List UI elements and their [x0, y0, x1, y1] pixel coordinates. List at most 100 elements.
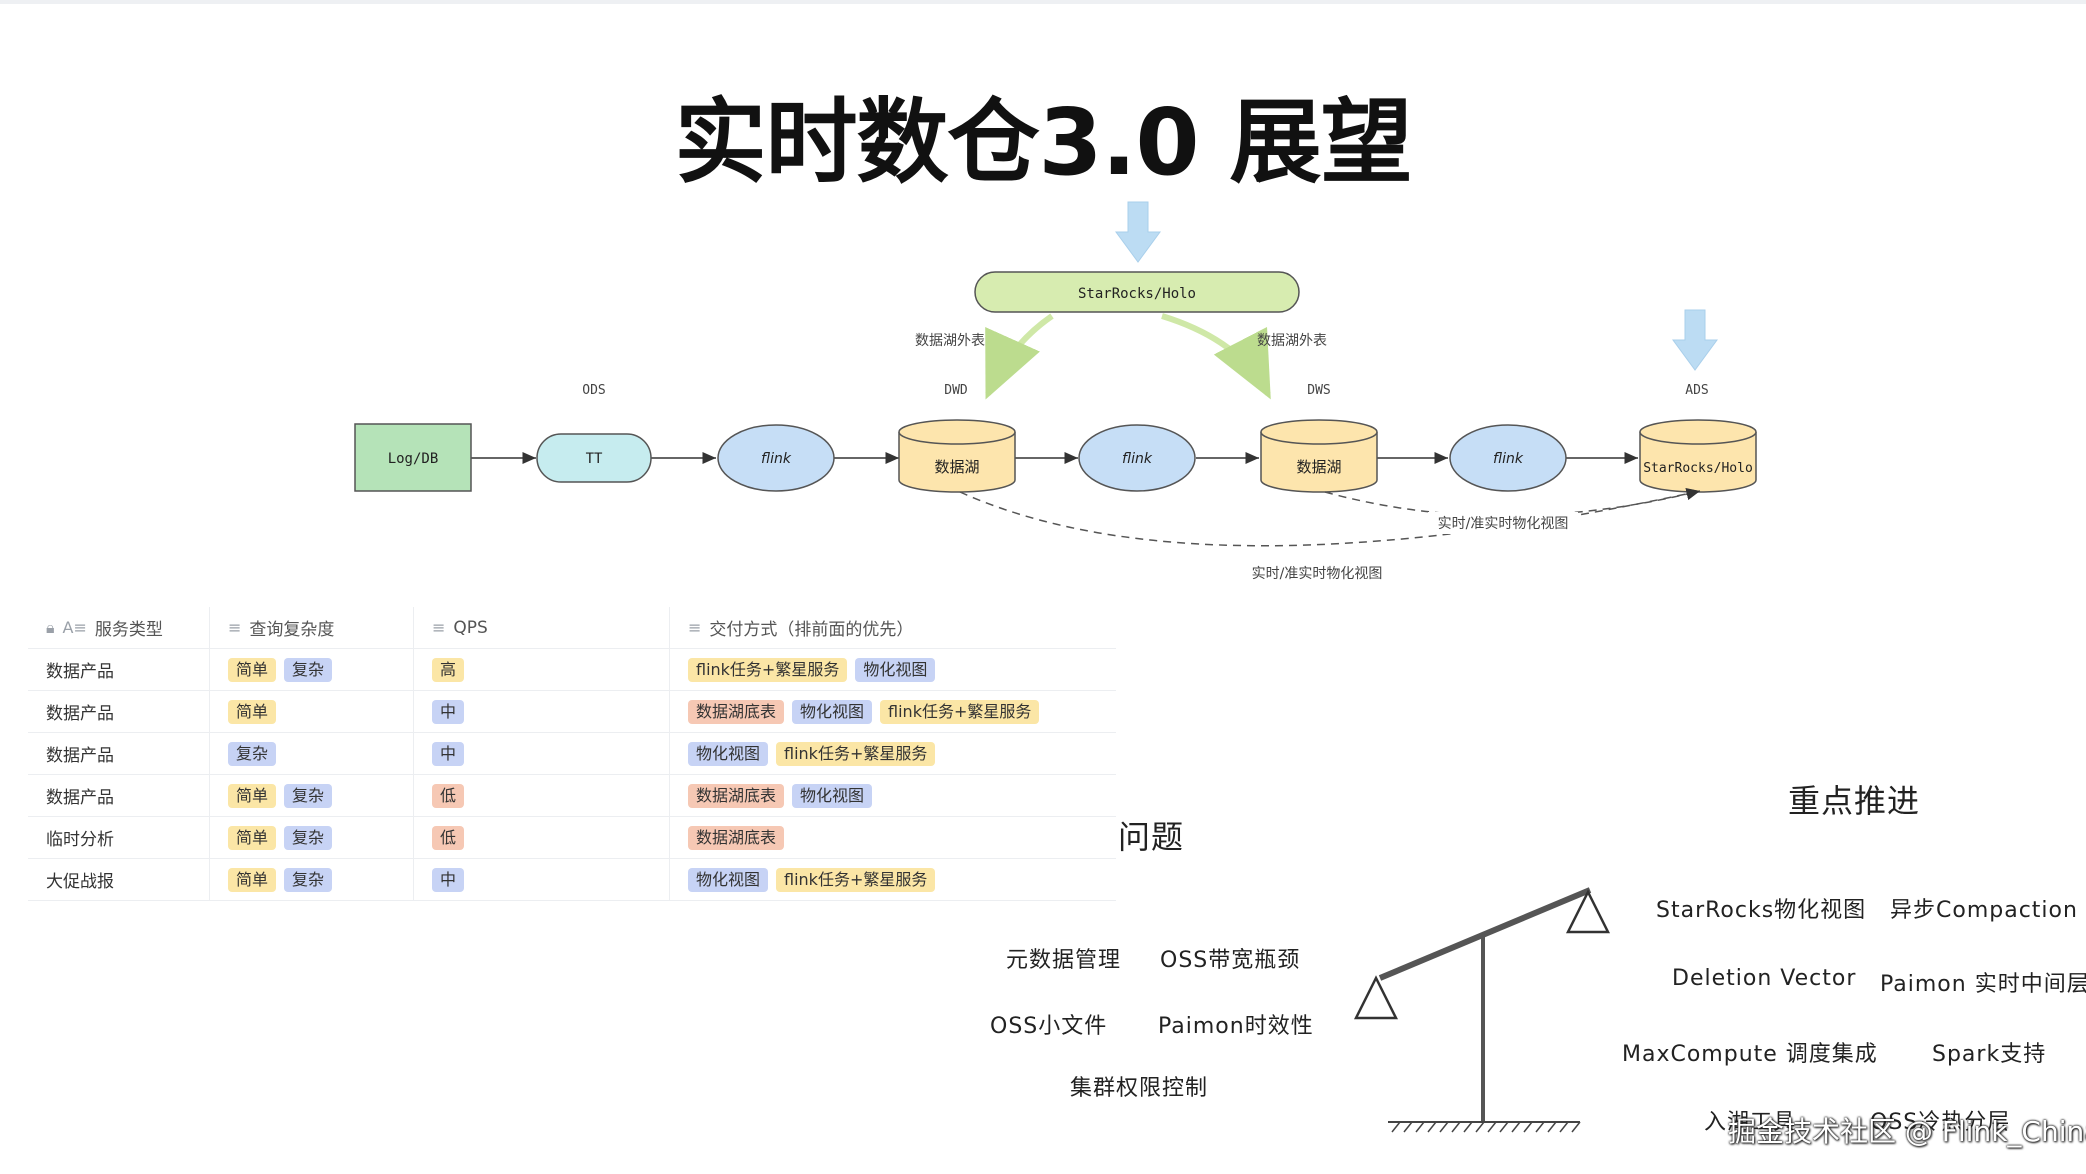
tag: flink任务+繁星服务 [776, 867, 936, 892]
cell-service-type[interactable]: 大促战报 [28, 859, 210, 900]
focus-item: StarRocks物化视图 [1656, 898, 1867, 923]
tag: 高 [432, 657, 465, 682]
tag: 物化视图 [855, 657, 936, 682]
service-table: 🔒︎ A≡ 服务类型 ≡ 查询复杂度 ≡ QPS ≡ 交付方式（排前面的优先） … [28, 607, 1116, 901]
problem-item: Paimon时效性 [1158, 1014, 1314, 1039]
table-row[interactable]: 数据产品 简单复杂低 数据湖底表物化视图 [28, 775, 1116, 817]
mv-label-bg-short [1428, 512, 1578, 534]
target-label: StarRocks/Holo [1643, 461, 1753, 476]
down-arrow-icon [1115, 201, 1161, 263]
tag: flink任务+繁星服务 [776, 741, 936, 766]
mv-label-long: 实时/准实时物化视图 [1252, 566, 1383, 582]
service-type-text: 临时分析 [46, 830, 114, 850]
cell-complexity[interactable]: 简单复杂 [210, 775, 414, 816]
cell-qps[interactable]: 中 [414, 859, 670, 900]
pipeline-diagram: StarRocks/Holo 数据湖外表 数据湖外表 ODS DWD DWS A… [354, 201, 1757, 584]
text-field-icon: A≡ [62, 618, 87, 637]
lake-label-1: 数据湖 [934, 458, 979, 476]
target-cylinder [1639, 419, 1757, 493]
tag: flink任务+繁星服务 [880, 699, 1040, 724]
problem-item: OSS带宽瓶颈 [1160, 948, 1301, 973]
list-icon: ≡ [228, 618, 242, 637]
layer-ads: ADS [1685, 383, 1708, 398]
lake-ext-arrow-left [985, 313, 1054, 400]
tag: 简单 [228, 657, 277, 682]
tag: flink任务+繁星服务 [688, 657, 848, 682]
tag: 复杂 [284, 657, 333, 682]
header-service-type[interactable]: 🔒︎ A≡ 服务类型 [28, 607, 210, 648]
focus-item: Spark支持 [1932, 1042, 2047, 1067]
cell-qps[interactable]: 低 [414, 817, 670, 858]
tag: 简单 [228, 699, 277, 724]
header-qps[interactable]: ≡ QPS [414, 607, 670, 648]
header-delivery[interactable]: ≡ 交付方式（排前面的优先） [688, 618, 914, 640]
tag: 物化视图 [792, 783, 873, 808]
header-complexity[interactable]: ≡ 查询复杂度 [210, 607, 414, 648]
cell-qps[interactable]: 中 [414, 691, 670, 732]
service-type-text: 数据产品 [46, 746, 114, 766]
focus-item: Paimon 实时中间层 [1880, 972, 2086, 997]
table-header-row: 🔒︎ A≡ 服务类型 ≡ 查询复杂度 ≡ QPS ≡ 交付方式（排前面的优先） [28, 607, 1116, 649]
flink-label-1: flink [761, 451, 792, 467]
source-box [354, 423, 472, 492]
lake-ext-label-left: 数据湖外表 [915, 333, 985, 349]
tag: 复杂 [284, 867, 333, 892]
tag: 中 [432, 741, 465, 766]
tag: 物化视图 [792, 699, 873, 724]
tag: 复杂 [284, 825, 333, 850]
focus-item: Deletion Vector [1672, 966, 1857, 991]
tag: 低 [432, 783, 465, 808]
tag: 中 [432, 867, 465, 892]
cell-delivery[interactable]: 物化视图 flink任务+繁星服务 [670, 859, 1116, 900]
cell-qps[interactable]: 中 [414, 733, 670, 774]
lake-label-2: 数据湖 [1296, 458, 1341, 476]
cell-qps[interactable]: 高 [414, 649, 670, 690]
cell-complexity[interactable]: 复杂 [210, 733, 414, 774]
tag: 物化视图 [688, 867, 769, 892]
tag: 复杂 [228, 741, 277, 766]
cell-complexity[interactable]: 简单复杂 [210, 649, 414, 690]
tag: 物化视图 [688, 741, 769, 766]
flink-label-3: flink [1493, 451, 1524, 467]
cell-complexity[interactable]: 简单 [210, 691, 414, 732]
layer-dwd: DWD [944, 383, 968, 398]
cell-delivery[interactable]: 数据湖底表 [670, 817, 1116, 858]
service-type-text: 数据产品 [46, 662, 114, 682]
cell-service-type[interactable]: 数据产品 [28, 775, 210, 816]
service-type-text: 大促战报 [46, 872, 114, 892]
tag: 数据湖底表 [688, 783, 785, 808]
cell-delivery[interactable]: 物化视图 flink任务+繁星服务 [670, 733, 1116, 774]
focus-item: 入湖工具 [1704, 1110, 1797, 1135]
cell-service-type[interactable]: 数据产品 [28, 649, 210, 690]
table-row[interactable]: 临时分析简单复杂低数据湖底表 [28, 817, 1116, 859]
cell-qps[interactable]: 低 [414, 775, 670, 816]
tag: 简单 [228, 867, 277, 892]
source-label: Log/DB [388, 451, 439, 467]
tt-node [536, 433, 652, 483]
table-row[interactable]: 数据产品 复杂 中 物化视图 flink任务+繁星服务 [28, 733, 1116, 775]
cell-service-type[interactable]: 数据产品 [28, 733, 210, 774]
service-type-text: 数据产品 [46, 788, 114, 808]
cell-service-type[interactable]: 数据产品 [28, 691, 210, 732]
cell-complexity[interactable]: 简单复杂 [210, 859, 414, 900]
cell-delivery[interactable]: flink任务+繁星服务物化视图 [670, 649, 1116, 690]
mv-label-bg-long [1242, 562, 1392, 584]
cell-service-type[interactable]: 临时分析 [28, 817, 210, 858]
tag: 简单 [228, 825, 277, 850]
lake-cylinder-1 [898, 419, 1016, 493]
list-icon: ≡ [432, 618, 446, 637]
balance-scale-icon [1353, 887, 1611, 1133]
cell-delivery[interactable]: 数据湖底表物化视图 [670, 775, 1116, 816]
focus-heading: 重点推进 [1788, 782, 1921, 820]
tag: 数据湖底表 [688, 825, 785, 850]
problem-item: OSS小文件 [990, 1014, 1108, 1039]
down-arrow-icon [1672, 309, 1718, 371]
lock-icon: 🔒︎ [46, 617, 55, 637]
layer-dws: DWS [1307, 383, 1330, 398]
tag: 低 [432, 825, 465, 850]
cell-complexity[interactable]: 简单复杂 [210, 817, 414, 858]
